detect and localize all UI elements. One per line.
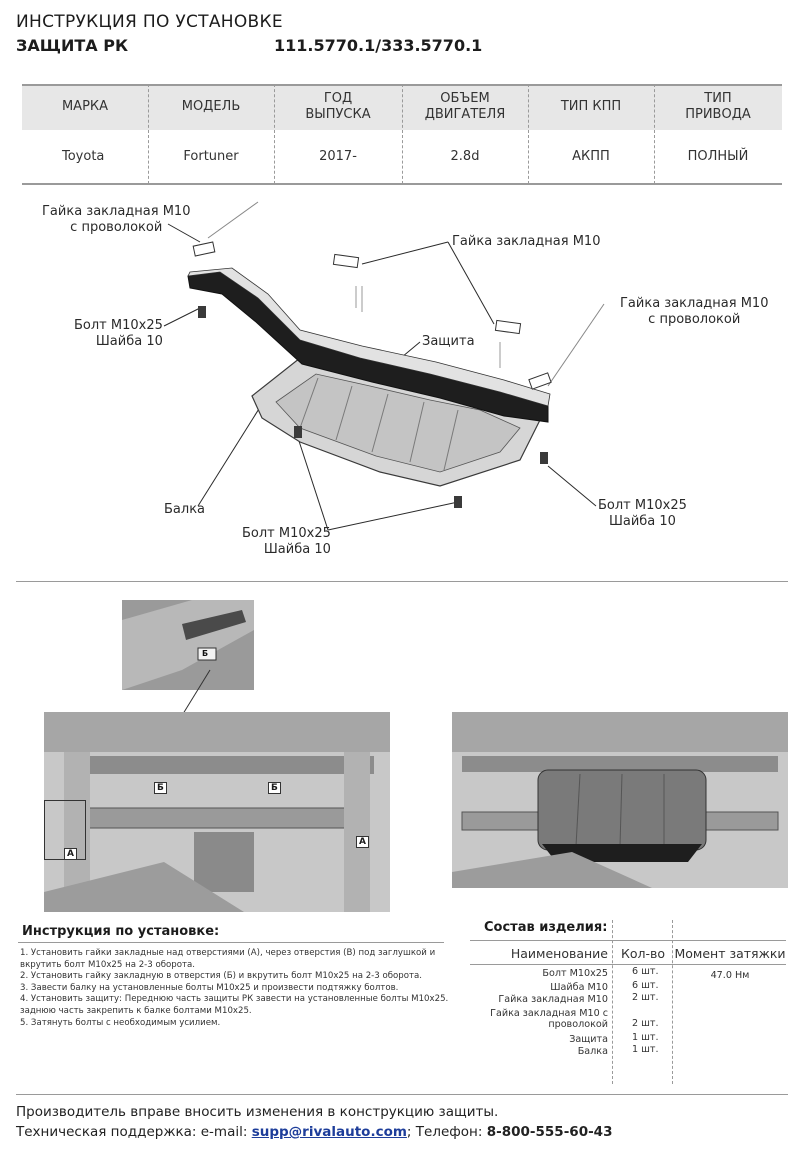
instruction-step: 4. Установить защиту: Переднюю часть защ… bbox=[20, 994, 449, 1016]
spec-value-engine: 2.8d bbox=[450, 148, 480, 164]
photo-mark-b-right: Б bbox=[268, 782, 281, 794]
support-email-link[interactable]: supp@rivalauto.com bbox=[251, 1124, 407, 1140]
instructions-title: Инструкция по установке: bbox=[22, 924, 220, 939]
spec-col-separator bbox=[274, 84, 275, 184]
instructions-steps: 1. Установить гайки закладные над отверс… bbox=[20, 948, 450, 1029]
kit-row-name: Балка bbox=[577, 1046, 608, 1057]
kit-row-name: Гайка закладная М10 bbox=[498, 994, 608, 1005]
label-nut-wire-right: Гайка закладная М10 с проволокой bbox=[620, 296, 769, 327]
kit-header-torque: Момент затяжки bbox=[674, 946, 786, 961]
footer-rule bbox=[16, 1094, 788, 1095]
kit-header-rule bbox=[470, 964, 786, 965]
kit-row-qty: 6 шт. bbox=[632, 980, 659, 991]
spec-header-transmission: ТИП КПП bbox=[560, 99, 622, 114]
detail-inset-photo: Б bbox=[122, 600, 254, 690]
kit-row-name: Гайка закладная М10 с проволокой bbox=[490, 1008, 608, 1030]
spec-col-separator bbox=[528, 84, 529, 184]
chassis-photo-before: А А Б Б bbox=[44, 712, 390, 912]
label-nut-center: Гайка закладная М10 bbox=[452, 234, 601, 249]
spec-header-model: МОДЕЛЬ bbox=[181, 99, 241, 114]
kit-row-name: Болт М10х25 bbox=[542, 968, 608, 979]
footer-disclaimer: Производитель вправе вносить изменения в… bbox=[16, 1104, 499, 1120]
spec-bottom-rule bbox=[22, 183, 782, 185]
phone-label: ; Телефон: bbox=[406, 1124, 483, 1140]
instruction-step: 1. Установить гайки закладные над отверс… bbox=[20, 948, 436, 970]
photo-mark-b-left: Б bbox=[154, 782, 167, 794]
exploded-assembly-diagram: Гайка закладная М10 с проволокой Гайка з… bbox=[0, 190, 804, 580]
spec-col-separator bbox=[654, 84, 655, 184]
instruction-step: 5. Затянуть болты с необходимым усилием. bbox=[20, 1017, 221, 1028]
label-bolt-left: Болт М10х25 Шайба 10 bbox=[74, 318, 163, 349]
support-phone[interactable]: 8-800-555-60-43 bbox=[486, 1124, 613, 1140]
kit-col-separator bbox=[612, 920, 613, 1084]
spec-header-make: МАРКА bbox=[61, 99, 109, 114]
email-label: e-mail: bbox=[200, 1124, 248, 1140]
assembly-drawing bbox=[163, 201, 605, 531]
kit-row-qty: 6 шт. bbox=[632, 966, 659, 977]
spec-col-separator bbox=[148, 84, 149, 184]
label-beam: Балка bbox=[164, 502, 206, 517]
kit-row-torque: 47.0 Нм bbox=[710, 970, 750, 981]
kit-row-qty: 1 шт. bbox=[632, 1032, 659, 1043]
document-title: ИНСТРУКЦИЯ ПО УСТАНОВКЕ bbox=[16, 12, 283, 32]
instructions-rule bbox=[18, 942, 444, 943]
kit-row-qty: 1 шт. bbox=[632, 1044, 659, 1055]
section-divider bbox=[16, 581, 788, 582]
vehicle-spec-table: МАРКА МОДЕЛЬ ГОД ВЫПУСКА ОБЪЕМ ДВИГАТЕЛЯ… bbox=[22, 84, 782, 185]
label-bolt-right: Болт М10х25 Шайба 10 bbox=[598, 498, 687, 529]
kit-row-qty: 2 шт. bbox=[632, 992, 659, 1003]
kit-rule bbox=[470, 940, 786, 941]
product-code: 111.5770.1/333.5770.1 bbox=[274, 36, 483, 55]
photo-mark-a-left: А bbox=[64, 848, 77, 860]
photo-mark-a-right: А bbox=[356, 836, 369, 848]
kit-title: Состав изделия: bbox=[484, 920, 608, 935]
label-nut-wire-left: Гайка закладная М10 с проволокой bbox=[42, 204, 191, 235]
kit-row-qty: 2 шт. bbox=[632, 1018, 659, 1029]
support-label: Техническая поддержка: bbox=[16, 1124, 197, 1140]
chassis-photo-after bbox=[452, 712, 788, 888]
spec-value-model: Fortuner bbox=[183, 148, 239, 164]
product-name: ЗАЩИТА РК bbox=[16, 36, 129, 55]
spec-value-drive: ПОЛНЫЙ bbox=[687, 148, 749, 164]
spec-header-engine: ОБЪЕМ ДВИГАТЕЛЯ bbox=[424, 91, 506, 122]
spec-value-transmission: АКПП bbox=[572, 148, 610, 164]
kit-header-name: Наименование bbox=[510, 946, 608, 961]
spec-header-drive: ТИП ПРИВОДА bbox=[685, 91, 751, 122]
kit-col-separator bbox=[672, 920, 673, 1084]
spec-col-separator bbox=[402, 84, 403, 184]
label-bolt-bottom: Болт М10х25 Шайба 10 bbox=[242, 526, 331, 557]
label-guard: Защита bbox=[422, 334, 475, 349]
instruction-step: 2. Установить гайку закладную в отверсти… bbox=[20, 971, 422, 982]
spec-header-year: ГОД ВЫПУСКА bbox=[305, 91, 371, 122]
kit-row-name: Шайба М10 bbox=[550, 982, 608, 993]
spec-value-make: Toyota bbox=[62, 148, 105, 164]
kit-header-qty: Кол-во bbox=[620, 946, 666, 961]
instruction-step: 3. Завести балку на установленные болты … bbox=[20, 982, 399, 993]
spec-value-year: 2017- bbox=[319, 148, 357, 164]
inset-mark-b: Б bbox=[202, 649, 209, 658]
kit-row-name: Защита bbox=[569, 1034, 608, 1045]
footer-support: Техническая поддержка: e-mail: supp@riva… bbox=[16, 1124, 612, 1140]
